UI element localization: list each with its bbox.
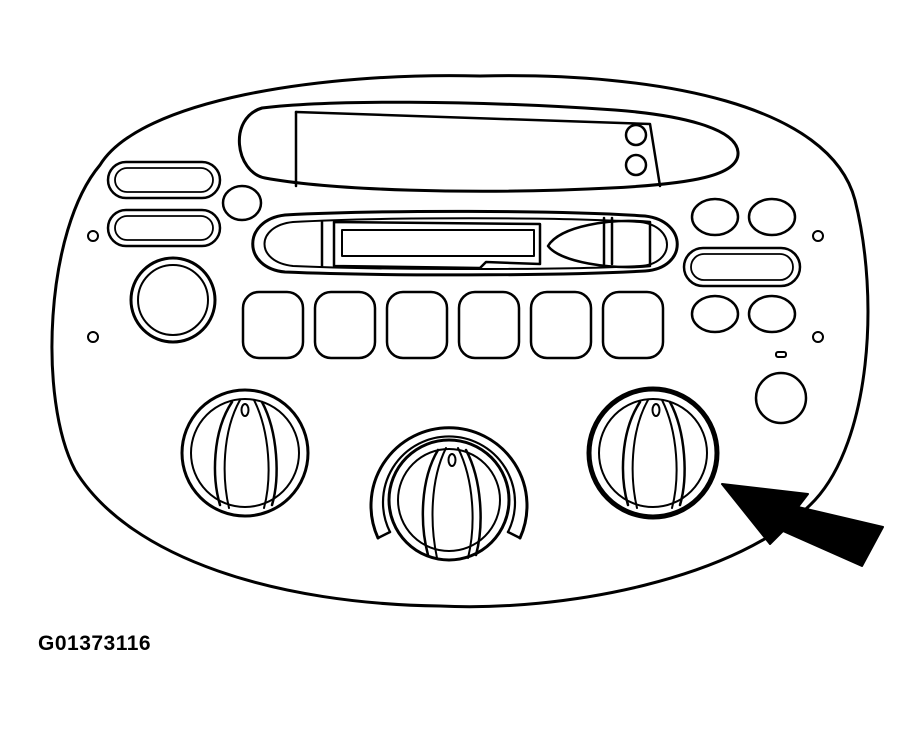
radio-display-window <box>251 209 679 277</box>
right-button-group <box>682 197 824 425</box>
cassette-slot <box>237 100 740 193</box>
figure-id-label: G01373116 <box>38 632 152 655</box>
left-round-button <box>129 256 217 344</box>
left-hvac-control-knob <box>180 388 310 518</box>
panel-bezel <box>50 74 870 609</box>
preset-buttons <box>241 290 665 360</box>
center-hvac-control-knob <box>369 426 529 562</box>
arrow-icon <box>721 483 884 567</box>
left-button-group <box>87 160 263 343</box>
right-hvac-control-knob <box>586 386 720 520</box>
